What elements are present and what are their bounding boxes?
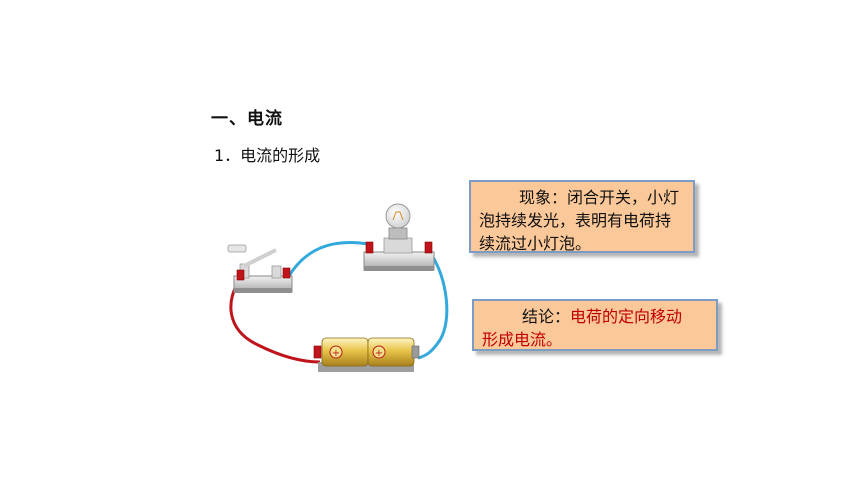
lightbulb-icon <box>363 203 435 271</box>
conclusion-label: 结论： <box>522 307 571 326</box>
wire-red <box>229 277 321 364</box>
svg-text:+: + <box>375 348 383 359</box>
wire-blue-right <box>417 251 449 360</box>
battery-icon: + + <box>313 337 420 372</box>
conclusion-line-1: 结论：电荷的定向移动 <box>522 307 683 326</box>
conclusion-box: 结论：电荷的定向移动 形成电流。 <box>472 299 718 351</box>
observation-line-2: 泡持续发光，表明有电荷持 <box>479 211 672 230</box>
conclusion-line-2: 形成电流。 <box>482 330 563 349</box>
wire-blue-top <box>287 241 369 277</box>
observation-line-1: 现象：闭合开关，小灯 <box>519 188 680 207</box>
section-subheading: 1．电流的形成 <box>214 146 321 165</box>
svg-text:+: + <box>332 348 340 359</box>
switch-icon <box>227 244 293 293</box>
section-heading: 一、电流 <box>211 109 283 129</box>
observation-line-3: 续流过小灯泡。 <box>479 234 592 253</box>
observation-label: 现象： <box>519 188 568 207</box>
observation-box: 现象：闭合开关，小灯 泡持续发光，表明有电荷持 续流过小灯泡。 <box>469 180 695 253</box>
